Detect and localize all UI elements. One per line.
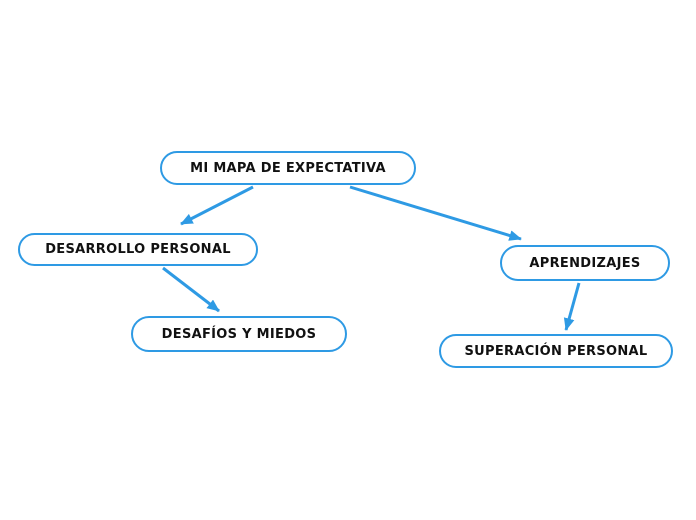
node-aprendizajes[interactable]: APRENDIZAJES [500,245,670,281]
node-desafios-y-miedos[interactable]: DESAFÍOS Y MIEDOS [131,316,347,352]
node-desarrollo-personal[interactable]: DESARROLLO PERSONAL [18,233,258,266]
connector-arrow[interactable] [563,282,581,331]
node-label: SUPERACIÓN PERSONAL [464,343,648,359]
node-superacion-personal[interactable]: SUPERACIÓN PERSONAL [439,334,673,368]
node-label: DESAFÍOS Y MIEDOS [161,326,317,342]
connector-arrow[interactable] [180,185,254,226]
node-mi-mapa-de-expectativa[interactable]: MI MAPA DE EXPECTATIVA [160,151,416,185]
connector-arrow[interactable] [349,185,522,241]
node-label: DESARROLLO PERSONAL [45,242,231,257]
node-label: APRENDIZAJES [529,255,641,271]
connector-arrow[interactable] [162,266,220,313]
node-label: MI MAPA DE EXPECTATIVA [190,160,386,176]
